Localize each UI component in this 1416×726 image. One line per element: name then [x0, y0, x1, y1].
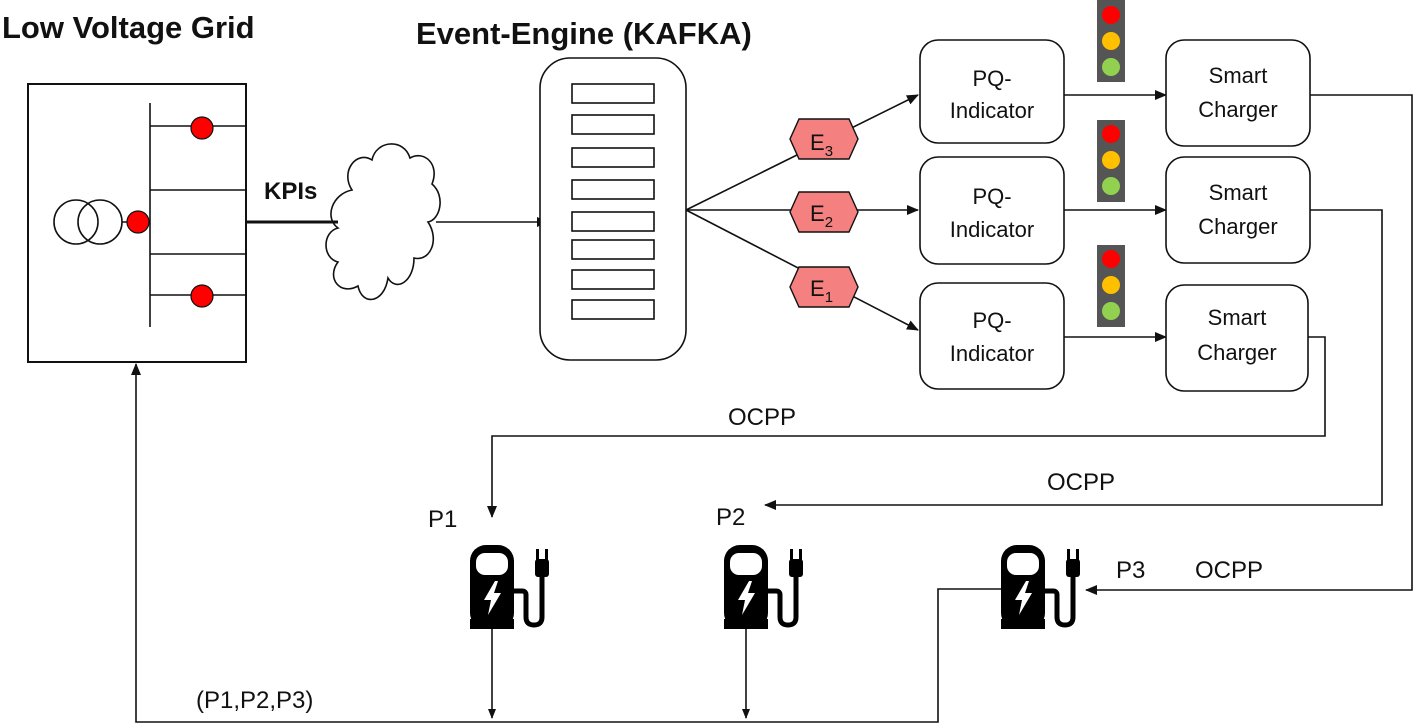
traffic-light-icon [1097, 120, 1125, 202]
queue-slot [571, 83, 655, 104]
grid-title: Low Voltage Grid [2, 10, 255, 45]
feedback-label: (P1,P2,P3) [196, 687, 313, 714]
indicator-line2: Indicator [950, 341, 1034, 366]
queue-slot [571, 114, 655, 135]
event-badge-e2: E2 [789, 191, 859, 233]
smart-charger-2: Smart Charger [1165, 156, 1311, 264]
station-label-p1: P1 [428, 506, 457, 533]
ev-charger-icon [1001, 545, 1080, 629]
queue-slot [571, 179, 655, 200]
event-badge-e1: E1 [789, 266, 859, 308]
measurement-node-icon [190, 284, 214, 308]
measurement-node-icon [190, 116, 214, 140]
kpi-label: KPIs [264, 178, 317, 205]
ocpp-label: OCPP [1047, 469, 1115, 496]
svg-text:E1: E1 [810, 276, 833, 306]
charger-line2: Charger [1198, 214, 1277, 239]
pq-indicator-2: PQ- Indicator [919, 156, 1065, 265]
ocpp-label: OCPP [728, 404, 796, 431]
smart-charger-1: Smart Charger [1165, 39, 1311, 147]
pq-indicator-3: PQ- Indicator [919, 282, 1065, 390]
ocpp-route-p3 [1085, 94, 1413, 595]
svg-text:E2: E2 [810, 201, 833, 231]
svg-text:E3: E3 [810, 130, 833, 160]
traffic-light-icon [1097, 245, 1125, 327]
indicator-line1: PQ- [972, 66, 1011, 91]
charger-line1: Smart [1209, 180, 1268, 205]
ocpp-label: OCPP [1195, 557, 1263, 584]
cloud-icon [325, 143, 441, 301]
event-letter: E [810, 130, 825, 155]
queue-slot [571, 269, 655, 290]
indicator-line2: Indicator [950, 217, 1034, 242]
event-badge-e3: E3 [789, 118, 859, 160]
event-letter: E [810, 276, 825, 301]
transformer-coil-icon [53, 199, 99, 245]
engine-title: Event-Engine (KAFKA) [416, 16, 752, 51]
ev-charger-icon [724, 545, 803, 629]
event-subscript: 2 [825, 214, 833, 231]
station-label-p3: P3 [1116, 557, 1145, 584]
queue-slot [571, 211, 655, 232]
charger-line1: Smart [1208, 305, 1267, 330]
event-engine [539, 57, 687, 361]
station-label-p2: P2 [716, 504, 745, 531]
ev-charger-icon [470, 545, 549, 629]
charger-line2: Charger [1198, 97, 1277, 122]
charger-line2: Charger [1197, 340, 1276, 365]
indicator-line2: Indicator [950, 98, 1034, 123]
traffic-light-icon [1097, 0, 1125, 82]
measurement-node-icon [126, 210, 150, 234]
smart-charger-3: Smart Charger [1165, 284, 1309, 392]
indicator-line1: PQ- [972, 308, 1011, 333]
charger-line1: Smart [1209, 63, 1268, 88]
power-line-p3 [131, 363, 1001, 723]
ocpp-route-p1 [487, 336, 1326, 518]
ocpp-route-p2 [764, 209, 1383, 510]
pq-indicator-1: PQ- Indicator [919, 39, 1065, 144]
queue-slot [571, 299, 655, 320]
queue-slot [571, 147, 655, 168]
low-voltage-grid [27, 83, 247, 363]
event-subscript: 1 [825, 289, 833, 306]
event-subscript: 3 [825, 143, 833, 160]
indicator-line1: PQ- [972, 184, 1011, 209]
event-letter: E [810, 201, 825, 226]
queue-slot [571, 239, 655, 260]
